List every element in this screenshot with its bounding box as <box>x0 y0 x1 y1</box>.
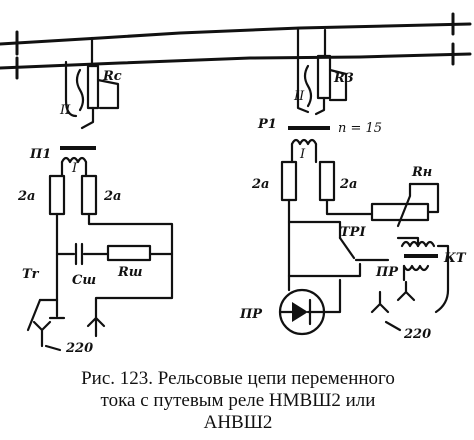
right-coil-1 <box>280 160 298 202</box>
left-supply-left <box>32 320 52 348</box>
label-tr-left: Тr <box>22 267 40 282</box>
label-pr-top: ПР <box>375 265 399 280</box>
label-rc: Rc <box>102 69 122 84</box>
resistor-r3 <box>316 54 332 100</box>
diagram-labels: Rc R3 II II I I П1 Р1 n = 15 2а 2а 2а 2а… <box>17 69 467 356</box>
right-supply-right <box>396 280 416 302</box>
rails <box>0 12 472 80</box>
label-kt: КТ <box>443 251 467 266</box>
label-tr-right: ТРI <box>340 225 366 240</box>
label-p1-left: П1 <box>29 147 51 162</box>
label-roman1-left: I <box>71 161 78 176</box>
label-pr-bottom: ПР <box>239 307 263 322</box>
right-coil-2 <box>318 160 336 202</box>
resistor-rc <box>86 64 100 110</box>
label-coil-2a-3: 2а <box>251 177 269 192</box>
left-track-transformer <box>60 36 120 178</box>
label-csh: Сш <box>72 273 96 288</box>
label-roman2-left: II <box>59 103 71 118</box>
left-coil-1 <box>48 174 66 216</box>
label-coil-2a-4: 2а <box>339 177 357 192</box>
capacitor-csh <box>74 242 84 266</box>
caption-line-1: Рис. 123. Рельсовые цепи переменного <box>81 368 395 389</box>
left-coil-2 <box>80 174 98 216</box>
label-coil-2a-2: 2а <box>103 189 121 204</box>
diode-icon <box>292 302 308 322</box>
label-r3: R3 <box>333 71 354 86</box>
label-p1-right: Р1 <box>257 117 277 132</box>
resistor-rn <box>370 202 430 222</box>
caption-line-3: АНВШ2 <box>203 412 273 433</box>
label-roman1-right: I <box>299 147 306 162</box>
figure-caption: Рис. 123. Рельсовые цепи переменного ток… <box>8 368 468 434</box>
caption-line-2: тока с путевым реле НМВШ2 или <box>100 390 376 411</box>
left-supply-right <box>86 316 106 338</box>
upper-rail <box>0 22 472 46</box>
label-coil-2a-1: 2а <box>17 189 35 204</box>
label-220-right: 220 <box>403 327 431 342</box>
left-relay-coils <box>26 174 174 352</box>
right-relay-coils <box>278 160 450 336</box>
label-220-left: 220 <box>65 341 93 356</box>
resistor-rsh <box>106 244 152 262</box>
label-rsh: Rш <box>117 265 143 280</box>
right-track-transformer <box>288 26 348 164</box>
label-n15: n = 15 <box>338 121 382 136</box>
lower-rail <box>0 52 472 70</box>
label-roman2-right: II <box>293 89 305 104</box>
label-rn: Rн <box>411 165 432 180</box>
right-supply-left <box>370 290 390 314</box>
